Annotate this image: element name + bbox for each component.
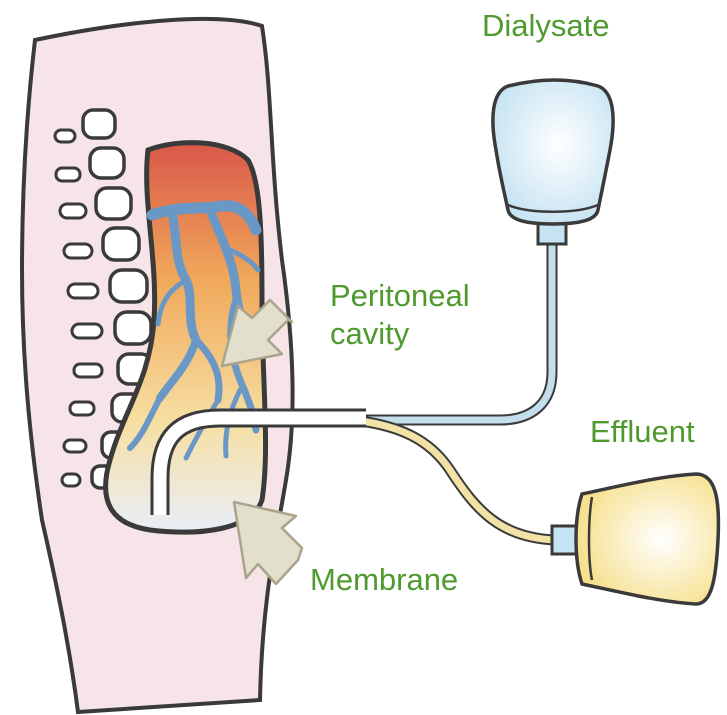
effluent-bag-icon — [550, 472, 721, 606]
spinous-process — [54, 166, 82, 183]
spinous-process — [66, 282, 100, 300]
vertebra — [101, 226, 141, 262]
vertebra — [94, 186, 133, 221]
vertebra — [108, 268, 149, 304]
spinous-process — [70, 322, 104, 340]
spinous-process — [62, 438, 88, 454]
vertebra — [81, 108, 117, 140]
spine-processes — [53, 128, 104, 488]
label-cavity: cavity — [330, 316, 410, 351]
vertebra — [88, 146, 126, 180]
spinous-process — [62, 242, 94, 260]
spinous-process — [60, 472, 82, 488]
pointer-arrow-icon — [232, 500, 304, 586]
spinous-process — [68, 400, 96, 417]
spinous-process — [53, 128, 77, 144]
spinous-process — [72, 362, 104, 379]
dialysate-bag-icon — [491, 78, 615, 246]
spinous-process — [58, 202, 88, 220]
vertebra — [113, 310, 153, 346]
label-effluent: Effluent — [590, 414, 695, 449]
label-peritoneal: Peritoneal — [330, 278, 470, 313]
pointer-arrow-icon — [220, 298, 294, 368]
label-membrane: Membrane — [310, 562, 458, 597]
label-dialysate: Dialysate — [482, 8, 610, 43]
